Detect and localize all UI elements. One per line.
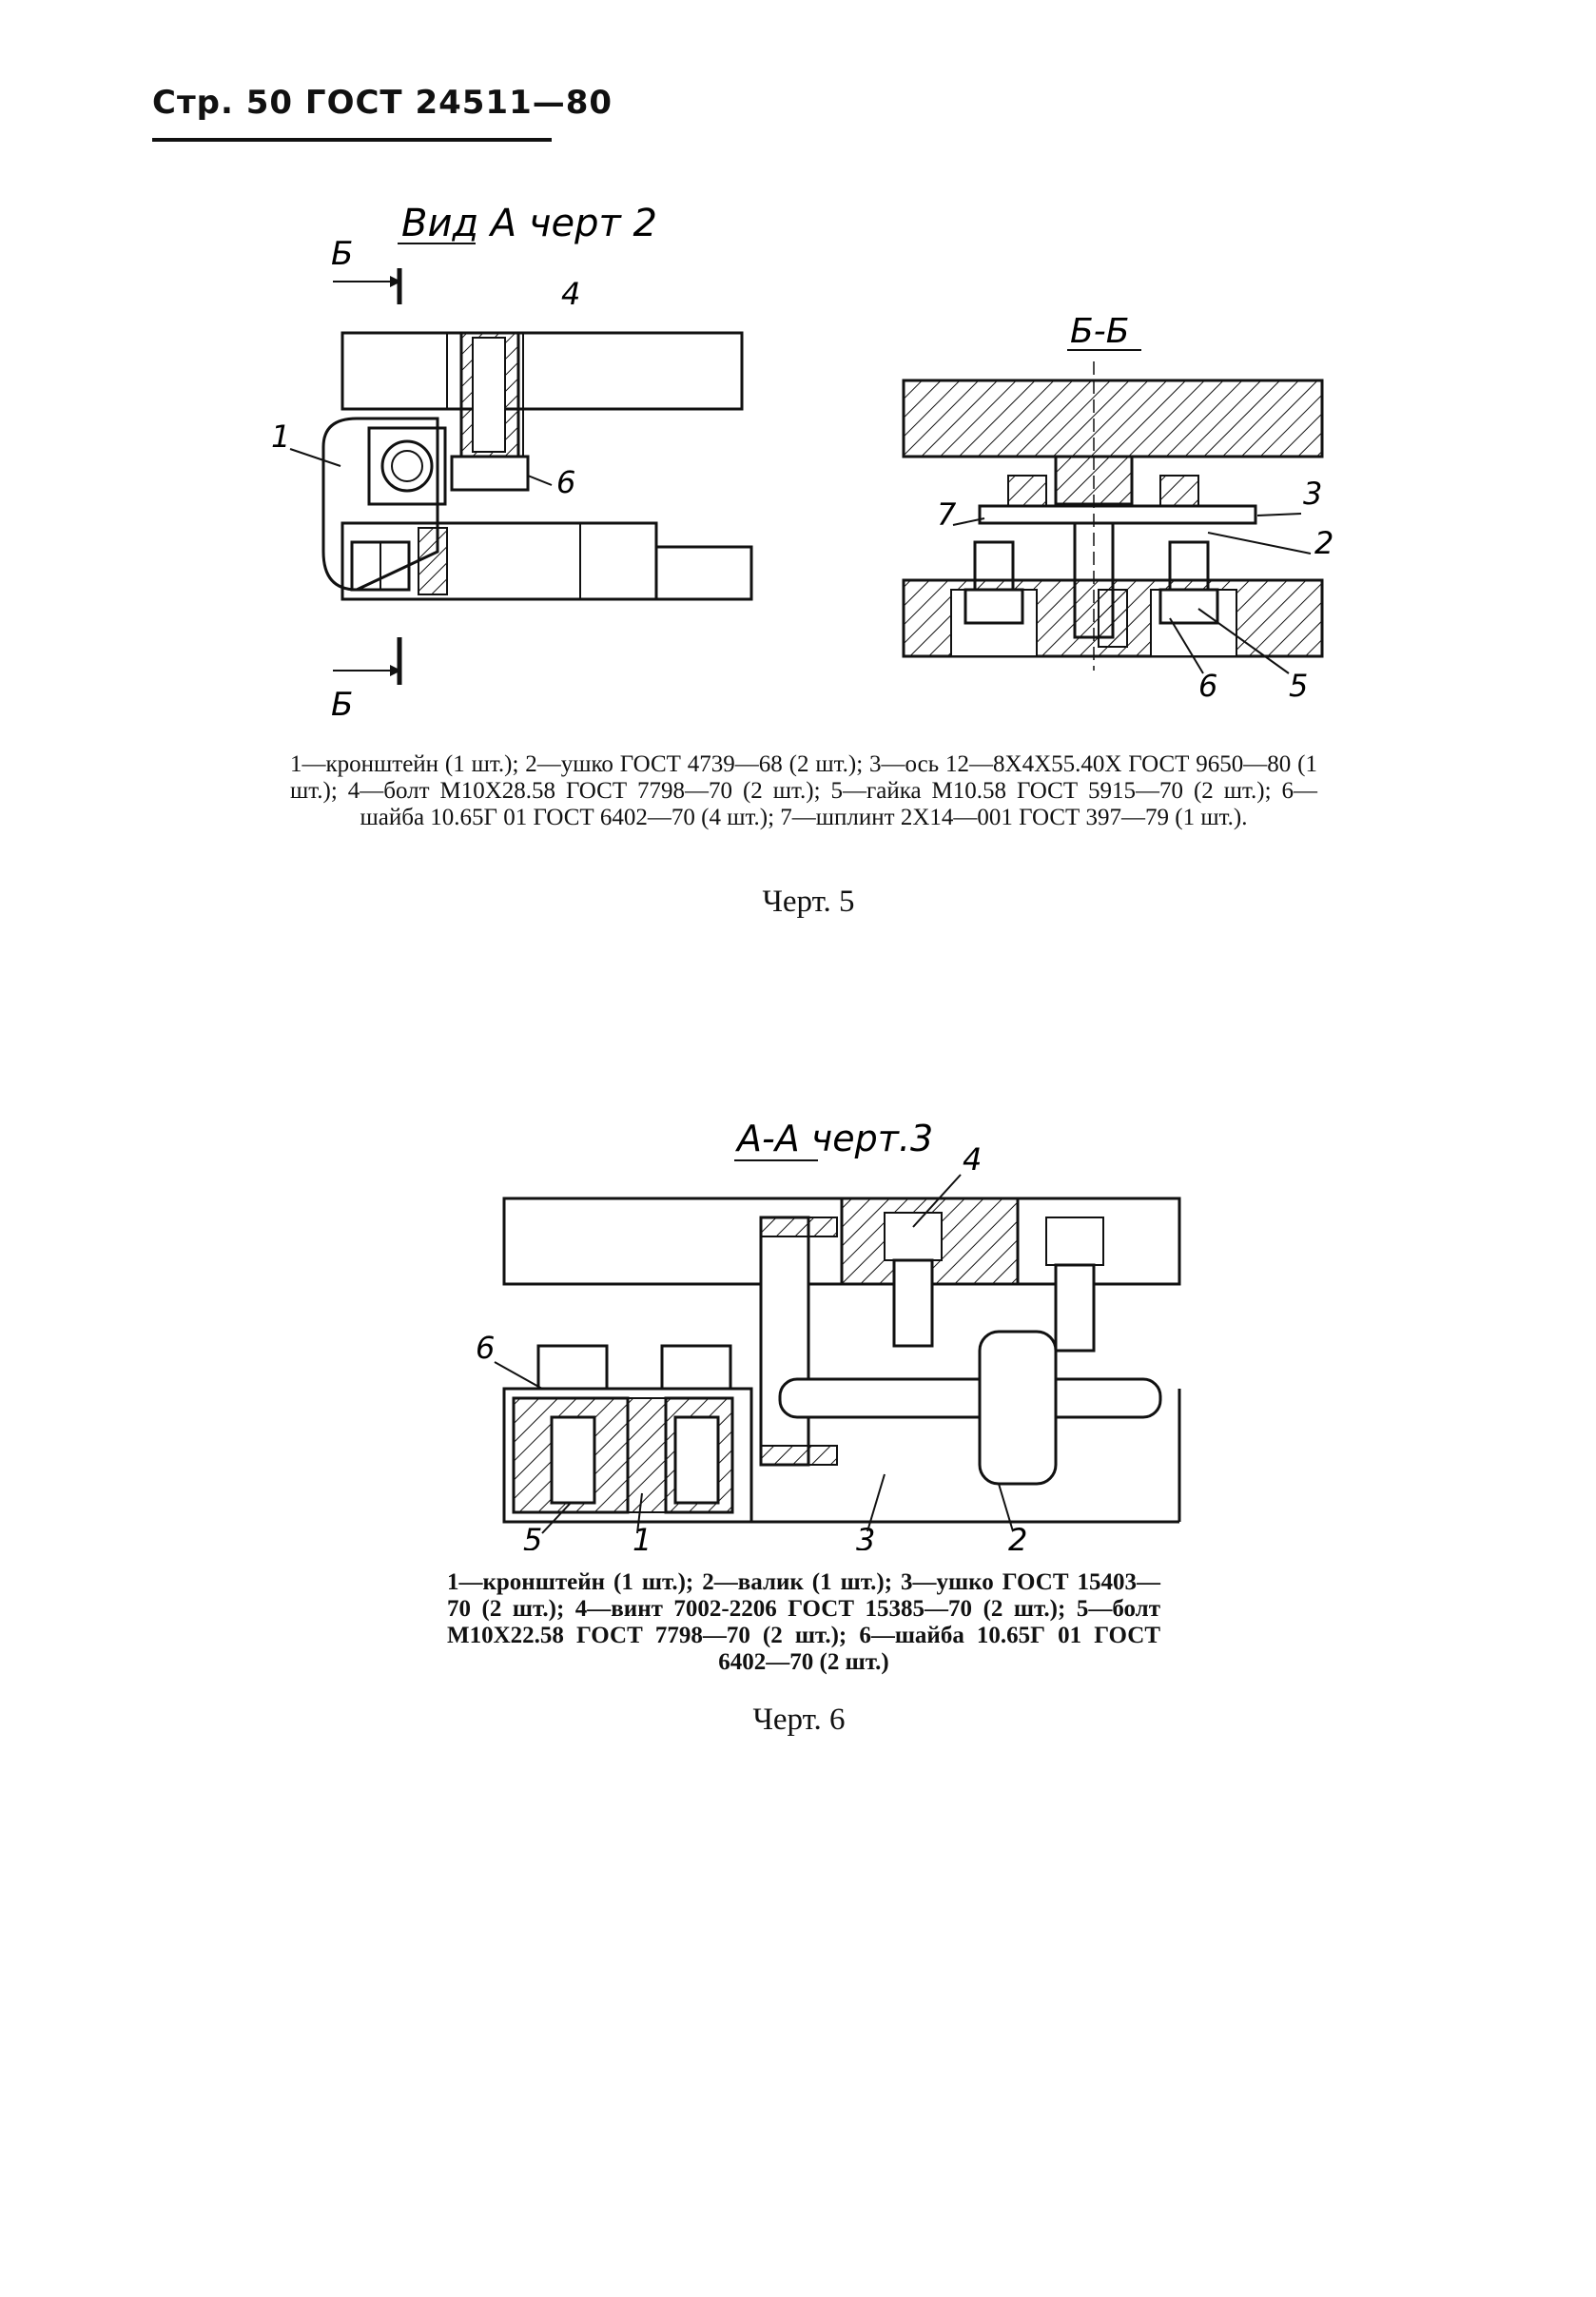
svg-text:1: 1 (271, 419, 290, 455)
svg-text:5: 5 (1289, 668, 1308, 704)
svg-text:5: 5 (523, 1522, 542, 1550)
figure5-caption: 1—кронштейн (1 шт.); 2—ушко ГОСТ 4739—68… (290, 751, 1317, 830)
page-header: Стр. 50 ГОСТ 24511—80 (152, 84, 613, 122)
figure5-section-bb: Б-Б 3 2 7 6 5 (902, 312, 1333, 704)
figure6-caption: 1—кронштейн (1 шт.); 2—валик (1 шт.); 3—… (447, 1569, 1160, 1675)
section-bb-title: Б-Б (1070, 312, 1129, 351)
section-mark-top: Б (331, 235, 353, 273)
svg-text:6: 6 (1198, 668, 1217, 704)
svg-text:6: 6 (476, 1330, 495, 1366)
figure5-title: Черт. 5 (762, 885, 855, 919)
figure6-section-aa: А-А черт.3 4 6 5 1 3 2 (476, 1118, 1181, 1550)
svg-text:4: 4 (963, 1141, 982, 1178)
svg-text:4: 4 (561, 276, 580, 312)
view-a-title: Вид А черт 2 (401, 202, 657, 245)
svg-text:1: 1 (633, 1522, 652, 1550)
svg-text:2: 2 (1314, 525, 1333, 561)
figure5-view-a: Вид А черт 2 Б 4 1 6 Б (271, 202, 753, 723)
svg-text:3: 3 (856, 1522, 875, 1550)
section-mark-bottom: Б (331, 686, 353, 723)
header-rule (152, 138, 552, 142)
figure6-title: Черт. 6 (752, 1703, 846, 1737)
svg-text:7: 7 (937, 496, 957, 533)
svg-text:6: 6 (556, 464, 575, 500)
section-aa-title: А-А черт.3 (734, 1118, 933, 1159)
svg-text:3: 3 (1303, 476, 1322, 512)
